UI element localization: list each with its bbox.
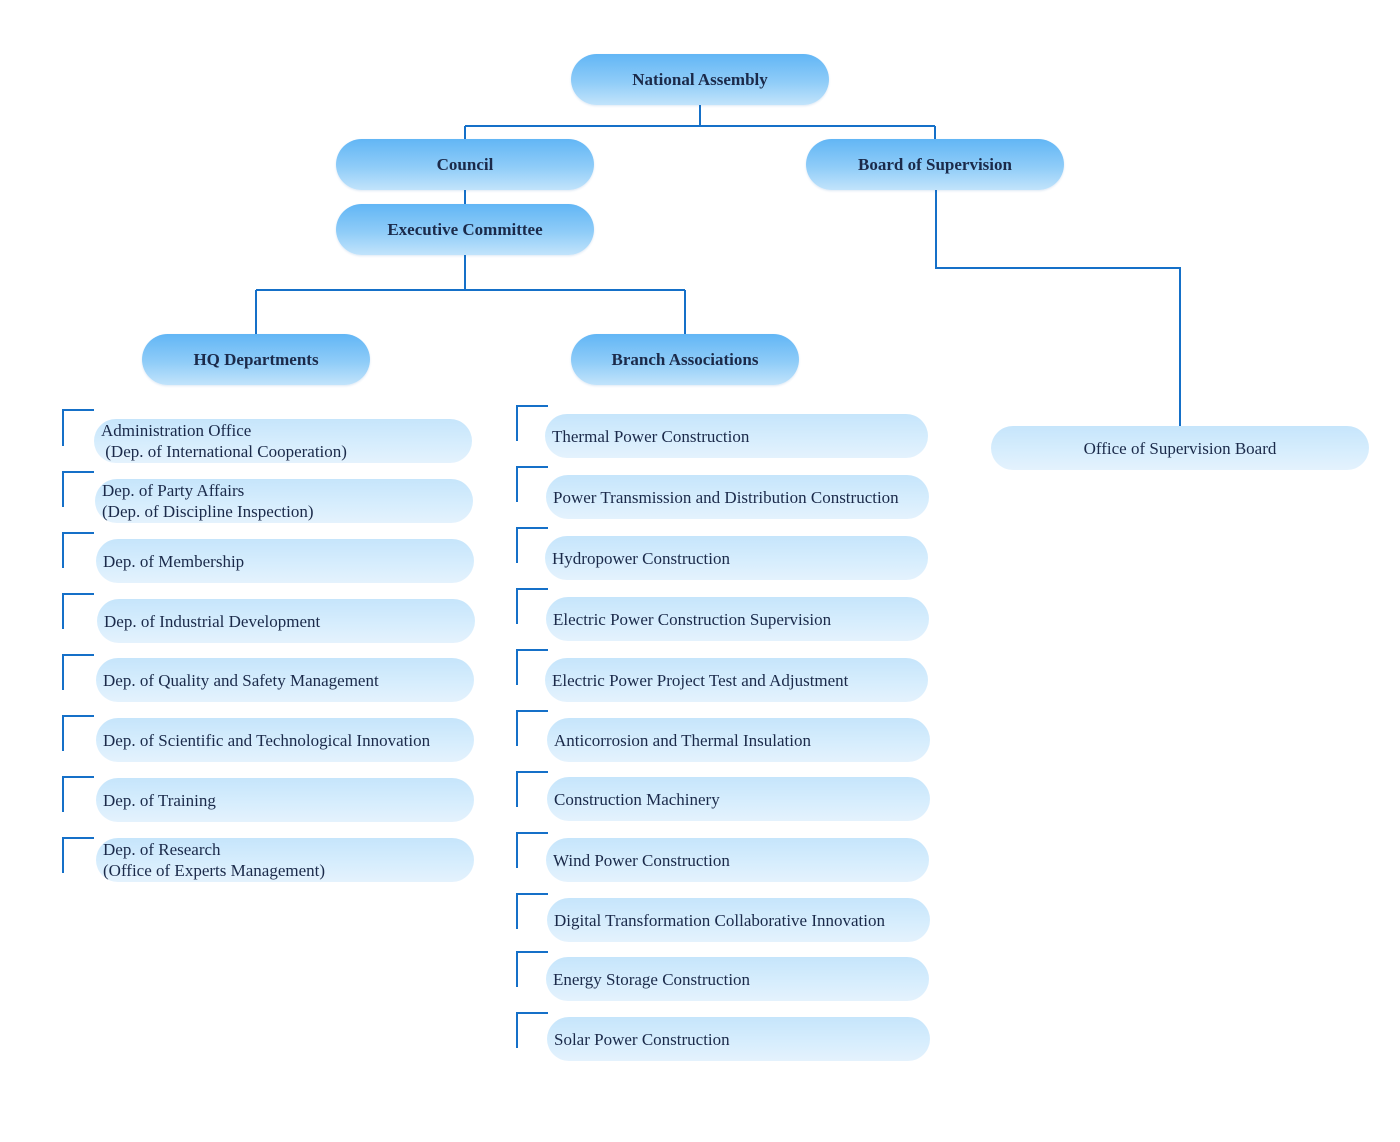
branch-association-item: Power Transmission and Distribution Cons… <box>546 475 929 519</box>
node-label: Council <box>436 154 494 174</box>
item-label: Administration Office (Dep. of Internati… <box>101 421 347 461</box>
hq-department-item: Dep. of Party Affairs (Dep. of Disciplin… <box>95 479 473 523</box>
hq-department-item: Dep. of Research (Office of Experts Mana… <box>96 838 474 882</box>
branch-association-item: Anticorrosion and Thermal Insulation <box>547 718 930 762</box>
item-label: Dep. of Training <box>103 790 216 810</box>
node-label: Branch Associations <box>611 349 759 369</box>
node-executive-committee: Executive Committee <box>336 204 594 255</box>
branch-association-item: Energy Storage Construction <box>546 957 929 1001</box>
item-label: Dep. of Party Affairs (Dep. of Disciplin… <box>102 481 314 521</box>
item-label: Dep. of Research (Office of Experts Mana… <box>103 840 326 880</box>
node-board-of-supervision: Board of Supervision <box>806 139 1064 190</box>
branch-association-item: Thermal Power Construction <box>545 414 928 458</box>
item-label: Electric Power Project Test and Adjustme… <box>552 670 849 690</box>
item-label: Dep. of Industrial Development <box>104 611 321 631</box>
branch-association-item: Hydropower Construction <box>545 536 928 580</box>
hq-department-item: Administration Office (Dep. of Internati… <box>94 419 472 463</box>
item-label: Power Transmission and Distribution Cons… <box>553 487 899 507</box>
branch-association-item: Electric Power Construction Supervision <box>546 597 929 641</box>
item-label: Hydropower Construction <box>552 548 731 568</box>
item-label: Digital Transformation Collaborative Inn… <box>554 910 885 930</box>
hq-department-item: Dep. of Membership <box>96 539 474 583</box>
item-label: Dep. of Quality and Safety Management <box>103 670 379 690</box>
item-label: Wind Power Construction <box>553 850 730 870</box>
item-label: Dep. of Membership <box>103 551 245 571</box>
item-label: Solar Power Construction <box>554 1029 730 1049</box>
hq-department-item: Dep. of Quality and Safety Management <box>96 658 474 702</box>
item-label: Thermal Power Construction <box>552 426 750 446</box>
node-office-of-supervision-board: Office of Supervision Board <box>991 426 1369 470</box>
branch-association-item: Construction Machinery <box>547 777 930 821</box>
item-label: Electric Power Construction Supervision <box>553 609 832 629</box>
node-label: Office of Supervision Board <box>1083 438 1277 458</box>
node-branch-associations: Branch Associations <box>571 334 799 385</box>
branch-association-item: Electric Power Project Test and Adjustme… <box>545 658 928 702</box>
hq-department-item: Dep. of Industrial Development <box>97 599 475 643</box>
node-hq-departments: HQ Departments <box>142 334 370 385</box>
branch-association-item: Solar Power Construction <box>547 1017 930 1061</box>
item-label: Dep. of Scientific and Technological Inn… <box>103 730 431 750</box>
hq-department-item: Dep. of Scientific and Technological Inn… <box>96 718 474 762</box>
node-council: Council <box>336 139 594 190</box>
hq-department-item: Dep. of Training <box>96 778 474 822</box>
item-label: Anticorrosion and Thermal Insulation <box>554 730 811 750</box>
node-label: Executive Committee <box>387 219 543 239</box>
item-label: Energy Storage Construction <box>553 969 751 989</box>
node-label: HQ Departments <box>193 349 319 369</box>
node-label: Board of Supervision <box>858 154 1012 174</box>
branch-association-item: Wind Power Construction <box>546 838 929 882</box>
node-national-assembly: National Assembly <box>571 54 829 105</box>
node-label: National Assembly <box>632 69 768 89</box>
item-label: Construction Machinery <box>554 789 720 809</box>
branch-association-item: Digital Transformation Collaborative Inn… <box>547 898 930 942</box>
